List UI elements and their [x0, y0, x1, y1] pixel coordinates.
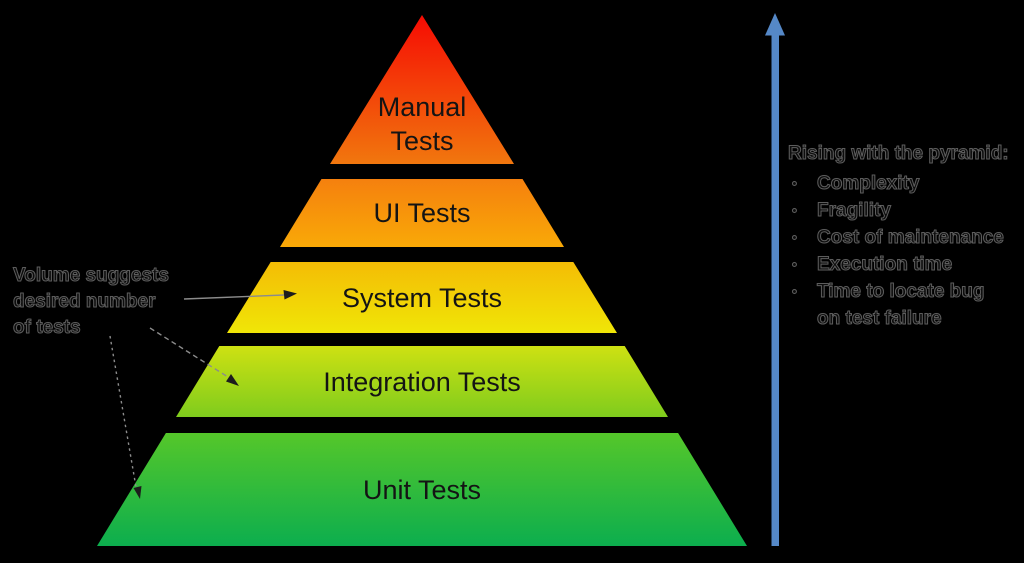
volume-annotation-line: of tests	[13, 317, 82, 339]
bullet-label: Cost of maintenance	[817, 227, 1005, 249]
bullet-label: Execution time	[817, 254, 953, 276]
pyramid-layer-integration-tests: Integration Tests	[176, 346, 668, 417]
bullet-icon: •	[792, 256, 798, 273]
rising-annotation: Rising with the pyramid: • Complexity • …	[788, 141, 1016, 332]
layer-label-ui-tests: UI Tests	[373, 198, 471, 228]
pyramid-layer-unit-tests: Unit Tests	[97, 433, 747, 546]
layer-label-integration-tests: Integration Tests	[323, 366, 521, 397]
arrow-to-unit-tests-icon	[109, 335, 142, 499]
bullet-icon: •	[792, 202, 798, 219]
bullet-label: Fragility	[817, 200, 892, 222]
volume-annotation-line: desired number	[13, 291, 157, 313]
list-item: • Time to locate bug on test failure	[788, 278, 1016, 332]
list-item: • Complexity	[788, 170, 1016, 197]
volume-annotation-line: Volume suggests	[13, 265, 170, 287]
pyramid-layer-ui-tests: UI Tests	[280, 179, 564, 247]
layer-label-unit-tests: Unit Tests	[362, 474, 482, 505]
list-item: • Execution time	[788, 251, 1016, 278]
bullet-icon: •	[792, 229, 798, 246]
bullet-icon: •	[792, 175, 798, 192]
pyramid-layer-manual-tests: Manual Tests	[330, 15, 514, 164]
layer-label-manual-tests: Manual Tests	[377, 92, 467, 156]
rising-annotation-heading: Rising with the pyramid:	[788, 143, 1010, 165]
bullet-icon: •	[792, 283, 798, 300]
upward-axis-arrow-icon	[765, 13, 785, 546]
pyramid-layer-system-tests: System Tests	[227, 262, 617, 333]
bullet-label: Time to locate bug on test failure	[817, 281, 986, 330]
list-item: • Cost of maintenance	[788, 224, 1016, 251]
layer-label-system-tests: System Tests	[341, 282, 503, 313]
volume-annotation: Volume suggests desired number of tests	[13, 263, 193, 341]
list-item: • Fragility	[788, 197, 1016, 224]
bullet-label: Complexity	[817, 173, 920, 195]
